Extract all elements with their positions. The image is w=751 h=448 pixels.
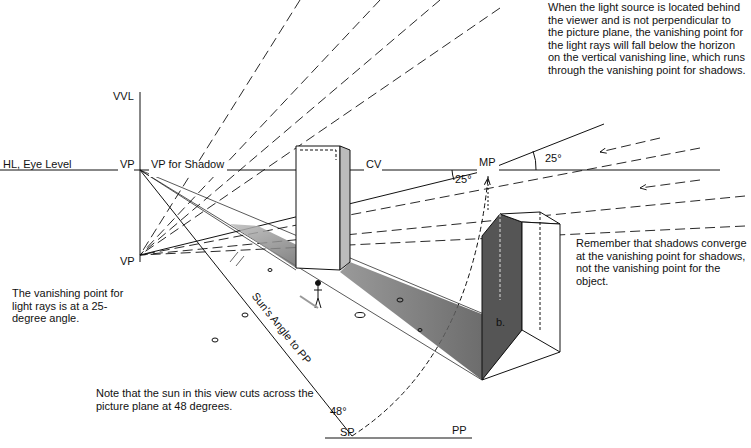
point-label: VP for Shadow (151, 158, 224, 170)
angle-label: 25° (545, 152, 562, 164)
note-text: The vanishing point for light rays is at… (12, 287, 124, 325)
point-label: SP (340, 426, 355, 438)
angle-label: 48° (330, 405, 347, 417)
line-label: Sun's Angle to PP (250, 290, 314, 366)
point-label: b. (496, 316, 505, 328)
horizon-label: HL, Eye Level (3, 158, 71, 170)
note-text: When the light source is located behind … (548, 1, 748, 76)
axis-label: PP (452, 424, 467, 436)
point-label: CV (366, 158, 381, 170)
point-label: MP (479, 156, 496, 168)
note-text: Remember that shadows converge at the va… (576, 237, 748, 287)
note-text: Note that the sun in this view cuts acro… (96, 387, 318, 412)
point-label: VP (120, 255, 135, 267)
point-label: VP (120, 158, 135, 170)
axis-label: VVL (113, 90, 134, 102)
angle-label: 25° (455, 173, 472, 185)
